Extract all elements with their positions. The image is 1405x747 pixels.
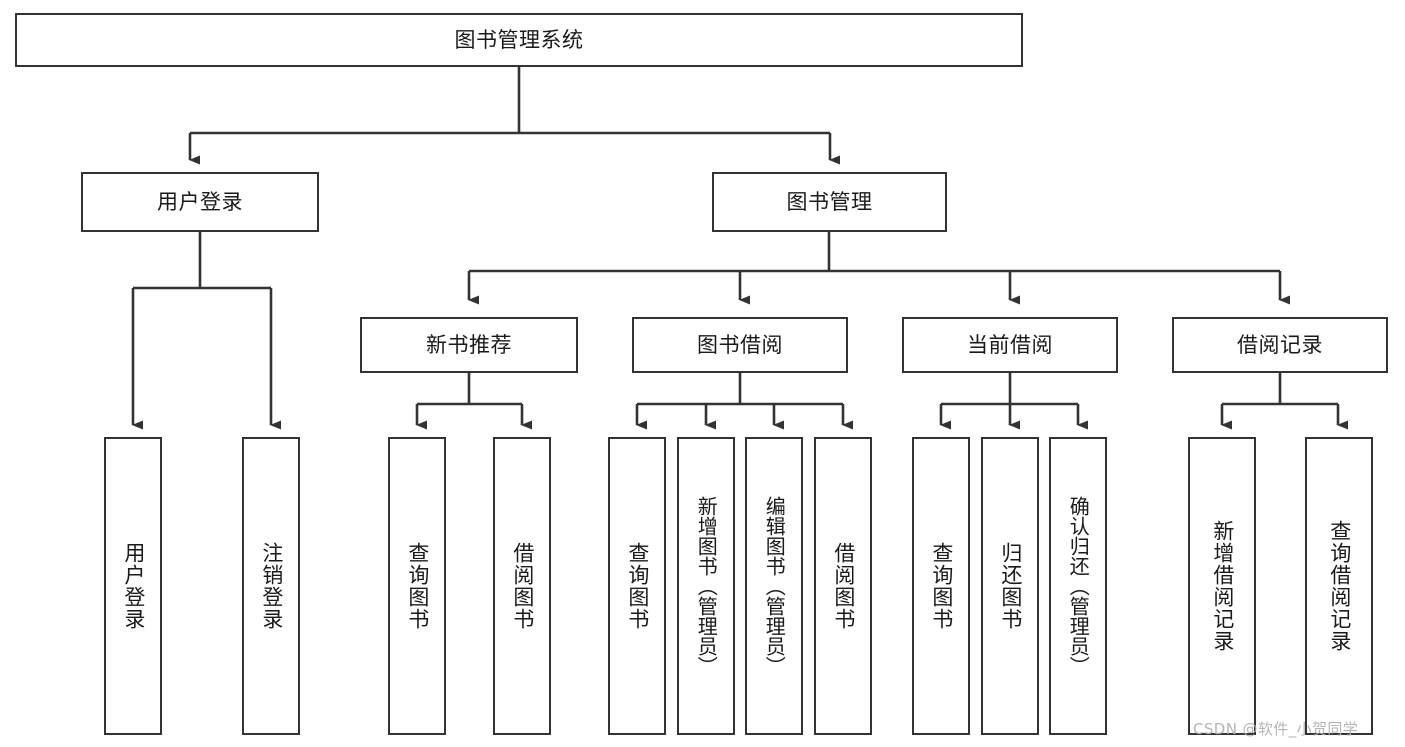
node-label: 用户登录: [157, 189, 243, 214]
node-label: 查询借阅记录: [1327, 520, 1352, 652]
leaf-user-login-signin[interactable]: 用户登录: [104, 437, 162, 735]
node-root-system[interactable]: 图书管理系统: [15, 13, 1023, 67]
leaf-current-query-book[interactable]: 查询图书: [912, 437, 970, 735]
leaf-borrow-add-book-admin[interactable]: 新增图书（管理员）: [677, 437, 735, 735]
node-label: 当前借阅: [967, 332, 1053, 357]
node-label: 借阅图书: [510, 542, 535, 630]
node-label: 注销登录: [259, 542, 284, 630]
node-label: 确认归还（管理员）: [1066, 496, 1091, 676]
leaf-current-return-book[interactable]: 归还图书: [981, 437, 1039, 735]
node-label: 图书管理系统: [454, 27, 584, 52]
node-label: 新书推荐: [426, 332, 512, 357]
leaf-records-add-record[interactable]: 新增借阅记录: [1188, 437, 1256, 735]
leaf-borrow-query-book[interactable]: 查询图书: [608, 437, 666, 735]
leaf-user-login-signout[interactable]: 注销登录: [242, 437, 300, 735]
node-label: 归还图书: [998, 542, 1023, 630]
node-new-book-recommend[interactable]: 新书推荐: [360, 317, 578, 373]
node-label: 图书管理: [786, 189, 873, 214]
node-borrow-records[interactable]: 借阅记录: [1172, 317, 1388, 373]
node-label: 查询图书: [625, 542, 650, 630]
watermark-text: CSDN @软件_小贺同学: [1193, 720, 1359, 738]
csdn-watermark: CSDN @软件_小贺同学: [1193, 718, 1358, 739]
leaf-new-book-borrow[interactable]: 借阅图书: [493, 437, 551, 735]
node-label: 新增借阅记录: [1210, 520, 1235, 652]
node-label: 新增图书（管理员）: [694, 496, 719, 676]
node-label: 借阅图书: [831, 542, 856, 630]
node-book-management[interactable]: 图书管理: [712, 172, 947, 232]
leaf-borrow-borrow-book[interactable]: 借阅图书: [814, 437, 872, 735]
leaf-borrow-edit-book-admin[interactable]: 编辑图书（管理员）: [745, 437, 803, 735]
node-label: 用户登录: [121, 542, 146, 630]
leaf-new-book-query[interactable]: 查询图书: [388, 437, 446, 735]
node-book-borrow[interactable]: 图书借阅: [632, 317, 848, 373]
node-label: 查询图书: [405, 542, 430, 630]
node-label: 图书借阅: [697, 332, 783, 357]
node-user-login[interactable]: 用户登录: [81, 172, 319, 232]
leaf-current-confirm-return-admin[interactable]: 确认归还（管理员）: [1049, 437, 1107, 735]
node-label: 借阅记录: [1237, 332, 1323, 357]
node-current-borrow[interactable]: 当前借阅: [902, 317, 1118, 373]
leaf-records-query-record[interactable]: 查询借阅记录: [1305, 437, 1373, 735]
node-label: 查询图书: [929, 542, 954, 630]
node-label: 编辑图书（管理员）: [762, 496, 787, 676]
